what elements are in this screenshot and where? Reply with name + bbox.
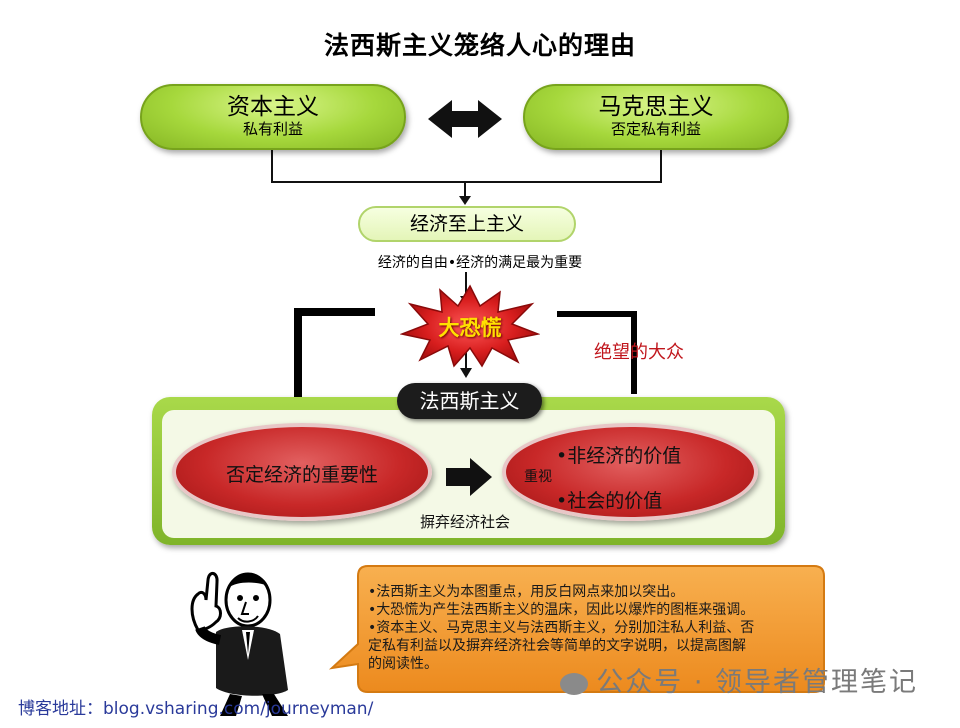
panic-label: 大恐慌 [438, 316, 502, 340]
capitalism-pill: 资本主义 私有利益 [140, 84, 406, 150]
social-value: •社会的价值 [556, 490, 663, 512]
watermark: 公众号 · 领导者管理笔记 [560, 660, 918, 699]
marxism-label: 马克思主义 [598, 94, 714, 120]
callout-line: 的阅读性。 [368, 656, 438, 672]
bracket-arrowhead [459, 196, 471, 205]
emphasis-label: 重视 [524, 469, 552, 485]
blog-address: 博客地址：blog.vsharing.com/journeyman/ [18, 699, 374, 719]
right-arrow-icon [446, 458, 492, 496]
capitalism-label: 资本主义 [227, 94, 319, 120]
callout-line: •资本主义、马克思主义与法西斯主义，分别加注私人利益、否 [368, 620, 755, 636]
despair-label: 绝望的大众 [594, 342, 684, 363]
watermark-text: 公众号 · 领导者管理笔记 [596, 667, 918, 698]
non-economic-value: •非经济的价值 [556, 445, 682, 467]
bracket-line [271, 150, 662, 183]
economy-note: 经济的自由•经济的满足最为重要 [377, 255, 583, 271]
deny-economy-oval [172, 423, 432, 521]
marxism-pill: 马克思主义 否定私有利益 [523, 84, 789, 150]
capitalism-sublabel: 私有利益 [242, 120, 303, 138]
callout-line: •大恐慌为产生法西斯主义的温床，因此以爆炸的图框来强调。 [368, 602, 755, 618]
right-thick-line [557, 311, 637, 394]
value-oval [502, 423, 758, 521]
deny-economy-label: 否定经济的重要性 [225, 464, 378, 486]
panic-arrowhead [460, 368, 472, 378]
callout-line: •法西斯主义为本图重点，用反白网点来加以突出。 [368, 584, 685, 600]
callout-line: 定私有利益以及摒弃经济社会等简单的文字说明，以提高图解 [368, 638, 746, 654]
wechat-icon [560, 672, 589, 695]
explosion-icon [400, 284, 540, 368]
fascism-pill: 法西斯主义 [397, 383, 542, 419]
marxism-sublabel: 否定私有利益 [610, 120, 701, 138]
thinking-man-illustration [190, 572, 288, 716]
abandon-label: 摒弃经济社会 [420, 513, 511, 531]
callout-text: •法西斯主义为本图重点，用反白网点来加以突出。 •大恐慌为产生法西斯主义的温床，… [368, 583, 808, 673]
economy-pill: 经济至上主义 [358, 206, 576, 242]
double-arrow [428, 100, 502, 138]
page-title: 法西斯主义笼络人心的理由 [323, 31, 636, 60]
callout-box [328, 565, 825, 693]
left-thick-line [294, 308, 375, 410]
